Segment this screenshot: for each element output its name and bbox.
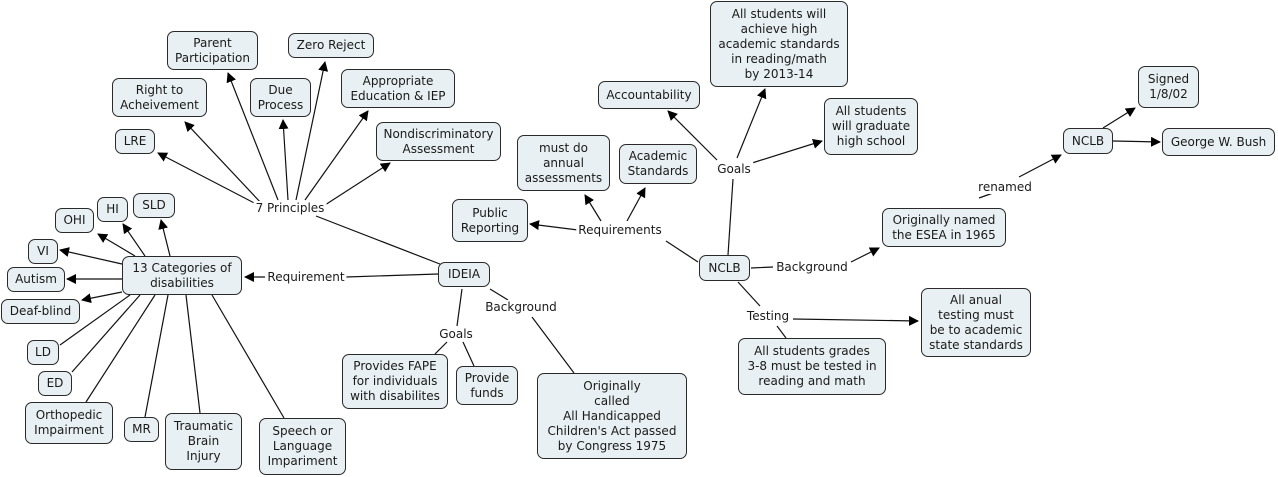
- node-academic-standards[interactable]: Academic Standards: [619, 144, 697, 184]
- link-7-principles[interactable]: 7 Principles: [253, 201, 327, 215]
- connector-line: [531, 316, 575, 374]
- node-mr[interactable]: MR: [124, 417, 159, 442]
- node-originally-called-ahca[interactable]: Originally called All Handicapped Childr…: [537, 373, 687, 459]
- node-traumatic-brain-injury[interactable]: Traumatic Brain Injury: [165, 413, 242, 470]
- node-vi[interactable]: VI: [28, 239, 58, 264]
- connector-line: [626, 187, 646, 222]
- node-ideia[interactable]: IDEIA: [438, 262, 490, 287]
- connector-line: [71, 294, 141, 373]
- link-background-nclb[interactable]: Background: [774, 260, 850, 274]
- node-appropriate-education-iep[interactable]: Appropriate Education & IEP: [341, 69, 455, 108]
- node-lre[interactable]: LRE: [115, 129, 155, 154]
- connector-line: [736, 88, 767, 159]
- connector-line: [489, 288, 509, 301]
- connector-line: [529, 220, 579, 231]
- connector-line: [462, 341, 475, 367]
- node-nclb[interactable]: NCLB: [699, 255, 750, 281]
- connector-line: [324, 162, 391, 206]
- node-annual-testing-standards[interactable]: All anual testing must be to academic st…: [921, 288, 1031, 357]
- connector-line: [59, 294, 131, 346]
- connector-line: [97, 233, 136, 257]
- node-autism[interactable]: Autism: [7, 267, 65, 292]
- connector-line: [226, 72, 279, 201]
- link-requirements[interactable]: Requirements: [576, 223, 664, 237]
- node-graduate-high-school[interactable]: All students will graduate high school: [824, 98, 918, 155]
- node-provides-fape[interactable]: Provides FAPE for individuals with disab…: [342, 354, 448, 409]
- node-right-to-achievement[interactable]: Right to Acheivement: [112, 78, 207, 117]
- connector-line: [850, 247, 880, 263]
- node-due-process[interactable]: Due Process: [250, 78, 311, 117]
- connector-line: [184, 121, 263, 205]
- connector-line: [665, 240, 699, 263]
- link-goals-ideia[interactable]: Goals: [437, 327, 475, 341]
- connector-line: [315, 215, 446, 267]
- link-testing[interactable]: Testing: [744, 309, 792, 323]
- connector-line: [157, 152, 263, 208]
- connector-line: [1018, 154, 1062, 178]
- node-signed-date[interactable]: Signed 1/8/02: [1138, 66, 1199, 108]
- connector-line: [122, 223, 146, 257]
- connector-line: [144, 294, 169, 418]
- connector-line: [295, 61, 329, 201]
- node-ed[interactable]: ED: [38, 371, 72, 396]
- link-requirement[interactable]: Requirement: [265, 270, 347, 284]
- connector-line: [667, 110, 718, 161]
- connector-line: [434, 341, 448, 355]
- connector-line: [737, 281, 761, 307]
- node-deaf-blind[interactable]: Deaf-blind: [1, 299, 80, 324]
- connector-line: [584, 194, 602, 222]
- node-ohi[interactable]: OHI: [55, 208, 94, 233]
- connector-line: [185, 294, 201, 414]
- node-george-w-bush[interactable]: George W. Bush: [1162, 128, 1275, 156]
- connector-line: [85, 294, 156, 403]
- node-13-categories[interactable]: 13 Categories of disabilities: [122, 256, 242, 295]
- connector-line: [776, 325, 787, 339]
- node-accountability[interactable]: Accountability: [598, 81, 700, 109]
- node-sld[interactable]: SLD: [133, 193, 175, 218]
- connector-line: [278, 119, 289, 201]
- connector-line: [1102, 107, 1136, 129]
- node-zero-reject[interactable]: Zero Reject: [288, 33, 374, 58]
- node-parent-participation[interactable]: Parent Participation: [167, 31, 258, 70]
- link-renamed[interactable]: renamed: [976, 180, 1034, 194]
- link-goals-nclb[interactable]: Goals: [715, 162, 753, 176]
- connector-line: [727, 178, 734, 256]
- node-ld[interactable]: LD: [27, 340, 59, 365]
- connector-line: [456, 288, 463, 327]
- connector-line: [1112, 136, 1161, 147]
- connector-line: [345, 273, 439, 278]
- connector-line: [304, 110, 369, 201]
- connector-line: [750, 266, 774, 269]
- node-high-academic-standards[interactable]: All students will achieve high academic …: [710, 1, 848, 87]
- node-annual-assessments[interactable]: must do annual assessments: [517, 135, 610, 191]
- node-orthopedic-impairment[interactable]: Orthopedic Impairment: [25, 402, 113, 444]
- connector-line: [211, 294, 285, 419]
- connector-line: [59, 247, 123, 265]
- connector-line: [81, 291, 123, 304]
- node-originally-esea[interactable]: Originally named the ESEA in 1965: [882, 208, 1006, 247]
- connector-line: [751, 138, 823, 164]
- node-nclb-renamed[interactable]: NCLB: [1063, 128, 1113, 154]
- node-grades-3-8-tested[interactable]: All students grades 3-8 must be tested i…: [738, 338, 886, 395]
- node-provide-funds[interactable]: Provide funds: [456, 366, 518, 405]
- node-hi[interactable]: HI: [97, 197, 128, 222]
- node-speech-language[interactable]: Speech or Language Impariment: [259, 418, 346, 475]
- node-nondiscriminatory-assessment[interactable]: Nondiscriminatory Assessment: [376, 122, 501, 161]
- link-background-ideia[interactable]: Background: [483, 300, 559, 314]
- connector-line: [792, 315, 919, 326]
- node-public-reporting[interactable]: Public Reporting: [452, 199, 528, 242]
- connector-line: [158, 219, 171, 257]
